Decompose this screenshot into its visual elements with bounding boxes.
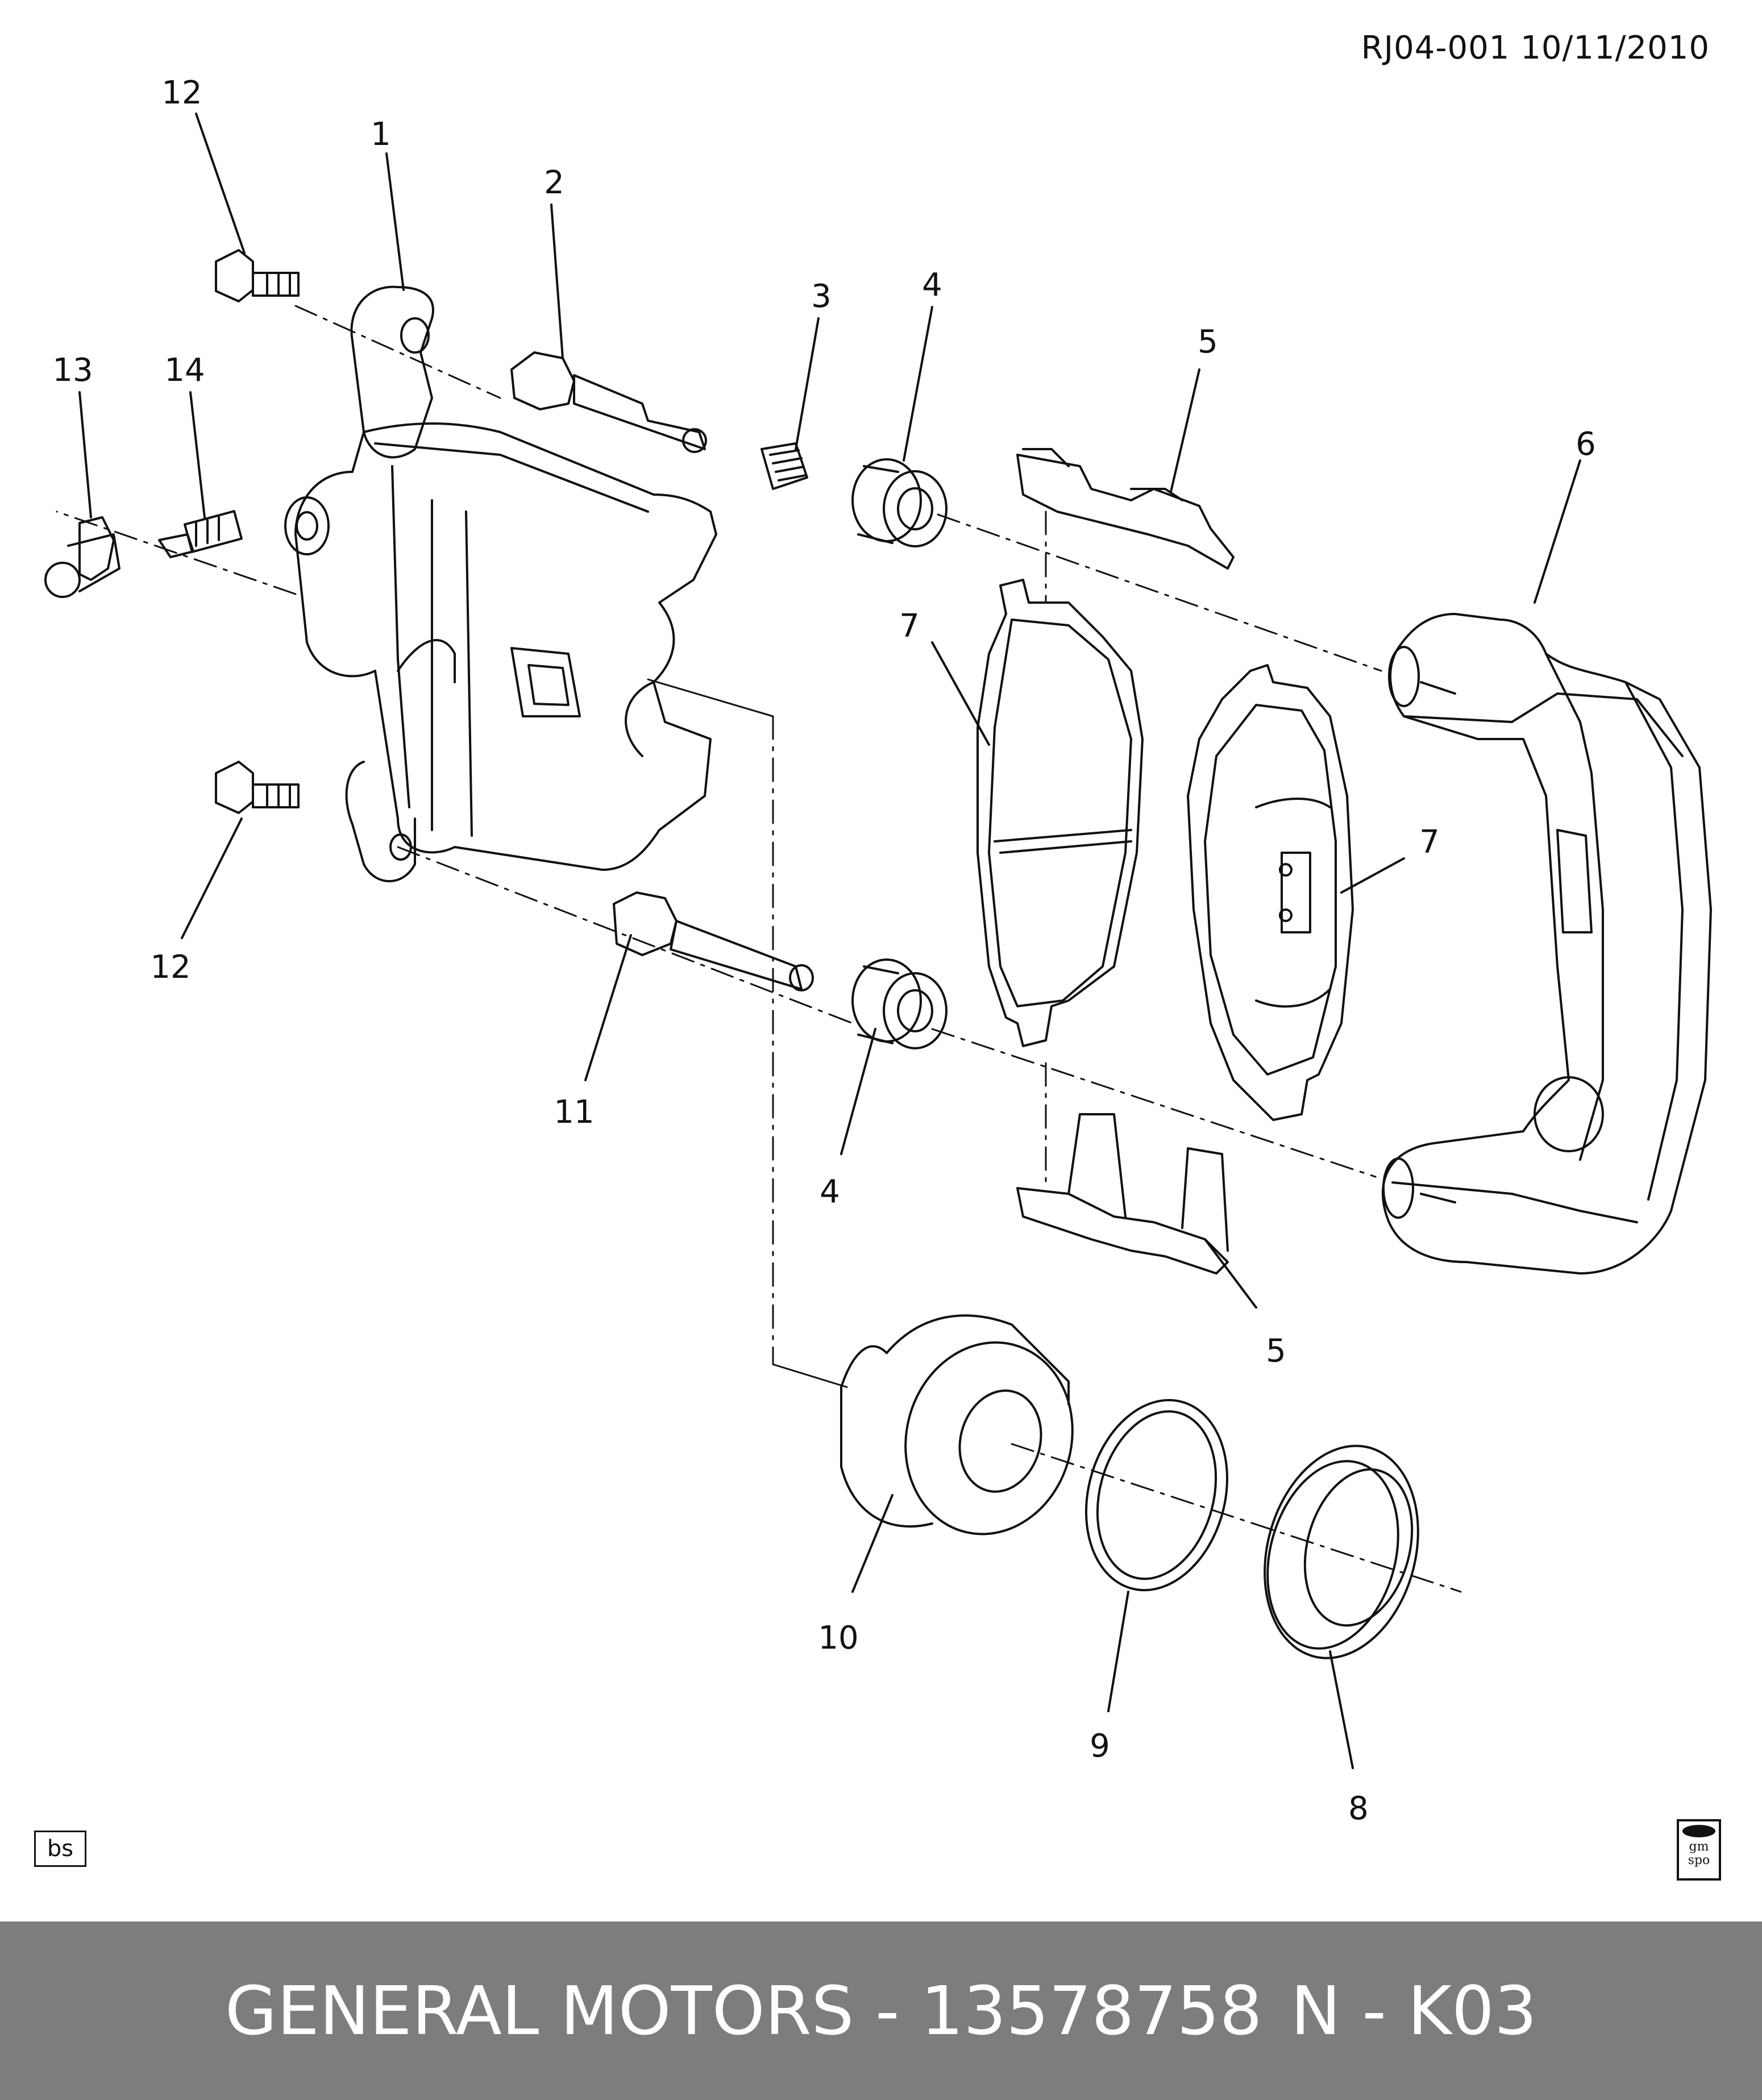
boot-4-upper [851,458,948,547]
guide-pin-11 [613,891,814,991]
boot-4-lower [851,958,948,1049]
bolt-12-upper [215,249,300,302]
bleeder-cap-13 [44,516,120,598]
footer-bar: GENERAL MOTORS - 13578758 N - K03 [0,1921,1762,2100]
drawing-reference: RJ04-001 10/11/2010 [1361,30,1710,67]
callout-11: 11 [554,1094,594,1131]
bolt-12-lower [215,761,300,814]
callout-8: 8 [1348,1790,1369,1827]
footer-code: N - K03 [1290,1972,1537,2050]
guide-pin-2 [510,351,707,453]
assembly-axis-lines [56,305,1462,1593]
piston-10 [840,1314,1074,1535]
callout-labels: 12 1 2 3 4 5 6 13 14 7 7 12 11 4 5 10 9 … [52,74,1595,1827]
caliper-bracket-6 [1382,613,1712,1275]
callout-7-outer: 7 [1419,824,1440,861]
bleeder-valve-14 [158,510,243,558]
leader-lines [78,113,1581,1769]
piston-seal-9 [1085,1398,1228,1592]
callout-12-lower: 12 [150,949,190,986]
brake-pad-7-outer [1187,664,1354,1121]
caliper-housing-1 [284,285,717,882]
bushing-3 [761,442,808,490]
callout-9: 9 [1090,1728,1110,1765]
callout-5-upper: 5 [1198,323,1218,360]
callout-14: 14 [164,352,205,389]
callout-2: 2 [544,164,564,201]
callout-1: 1 [371,116,391,153]
callout-3: 3 [811,278,832,315]
callout-10: 10 [818,1620,858,1657]
callout-5-lower: 5 [1266,1333,1286,1369]
callout-6: 6 [1576,426,1596,463]
dust-boot-8 [1264,1445,1419,1659]
callout-7-inner: 7 [899,608,920,645]
callout-4-upper: 4 [922,267,942,304]
callout-4-lower: 4 [820,1173,840,1210]
brake-caliper-exploded-diagram: 12 1 2 3 4 5 6 13 14 7 7 12 11 4 5 10 9 … [44,74,1712,1827]
callout-13: 13 [52,352,93,389]
corner-badge: bs [34,1831,86,1867]
callout-12-upper: 12 [161,74,202,111]
gm-spo-logo-icon: gm spo [1677,1819,1721,1881]
pad-clip-5-lower [1016,1113,1229,1275]
footer-part-number: GENERAL MOTORS - 13578758 [225,1972,1262,2050]
brake-pad-7-inner [976,579,1144,1047]
pad-clip-5-upper [1016,448,1235,570]
